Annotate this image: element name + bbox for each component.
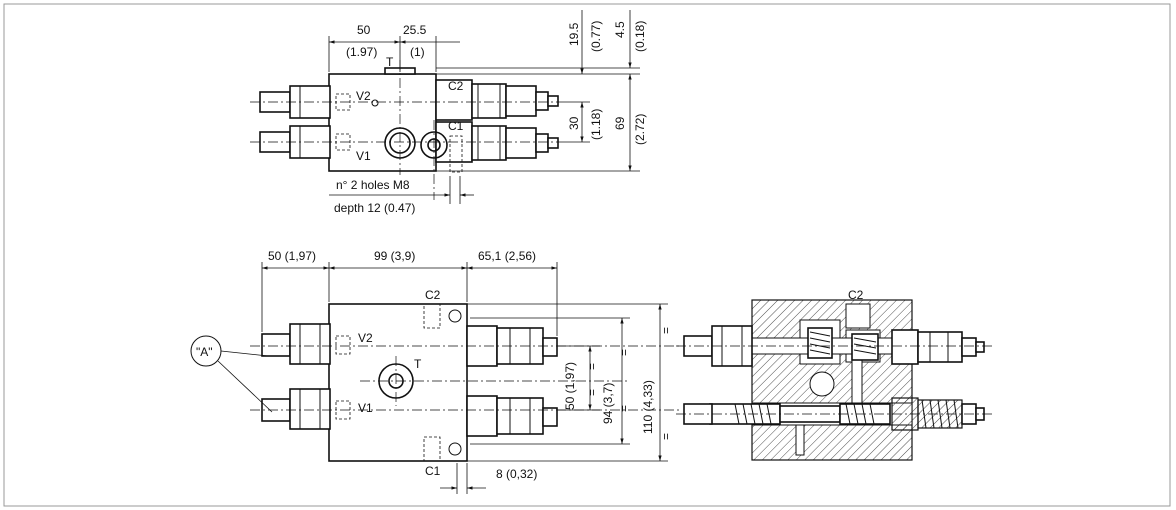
top-note-holes: n° 2 holes M8 <box>336 178 410 192</box>
top-dim-port-in: (1.18) <box>589 109 603 140</box>
top-label-c1: C1 <box>448 119 464 133</box>
sheet-frame <box>3 3 1171 507</box>
front-eq-1: = <box>585 363 599 370</box>
section-view: C2 <box>676 288 992 461</box>
section-upper-spool <box>807 327 879 361</box>
front-dim-94: 94 (3,7) <box>601 383 615 424</box>
top-label-c2: C2 <box>448 79 464 93</box>
top-dim-v2-in: (0.18) <box>633 21 647 52</box>
front-view: 50 (1,97) 99 (3,9) 65,1 (2,56) C2 C1 V2 … <box>190 249 680 494</box>
top-dim-v1-in: (0.77) <box>589 21 603 52</box>
top-dim-height-mm: 69 <box>613 116 627 130</box>
top-small-port <box>371 99 379 107</box>
top-dim-v1-mm: 19.5 <box>567 22 581 46</box>
front-label-c1: C1 <box>425 464 441 478</box>
top-label-t: T <box>386 55 394 69</box>
top-dim-width-mm: 50 <box>357 23 371 37</box>
top-dim-offset-mm: 25.5 <box>403 23 427 37</box>
front-label-c2: C2 <box>425 288 441 302</box>
section-label-c2: C2 <box>848 288 864 302</box>
front-dim-left: 50 (1,97) <box>268 249 316 263</box>
front-dim-mid: 99 (3,9) <box>374 249 415 263</box>
top-view: 50 (1.97) 25.5 (1) 19.5 (0.77) 4.5 (0.18… <box>250 10 647 215</box>
top-dim-width-in: (1.97) <box>346 45 377 59</box>
front-c2-port <box>423 303 441 329</box>
front-label-t: T <box>414 357 422 371</box>
top-note-depth: depth 12 (0.47) <box>334 201 415 215</box>
top-label-v1: V1 <box>356 149 371 163</box>
top-label-v2: V2 <box>356 89 371 103</box>
top-dim-offset-in: (1) <box>410 45 425 59</box>
top-dim-height-in: (2.72) <box>633 114 647 145</box>
front-eq-6: = <box>659 433 673 440</box>
top-block <box>328 73 437 172</box>
front-dim-bottom: 8 (0,32) <box>496 467 537 481</box>
front-block <box>328 303 468 462</box>
front-dim-110: 110 (4,33) <box>641 380 655 434</box>
top-dim-v2-mm: 4.5 <box>613 21 627 38</box>
front-dim-right: 65,1 (2,56) <box>478 249 536 263</box>
front-eq-4: = <box>617 405 631 412</box>
front-c1-port <box>423 436 441 462</box>
front-label-v1: V1 <box>358 401 373 415</box>
top-right-cartridges <box>435 79 559 173</box>
callout-a-label: "A" <box>196 345 213 359</box>
front-eq-5: = <box>659 327 673 334</box>
top-dim-port-mm: 30 <box>567 116 581 130</box>
front-dim-pitch: 50 (1,97) <box>563 362 577 410</box>
front-eq-2: = <box>585 389 599 396</box>
front-label-v2: V2 <box>358 331 373 345</box>
front-eq-3: = <box>617 349 631 356</box>
